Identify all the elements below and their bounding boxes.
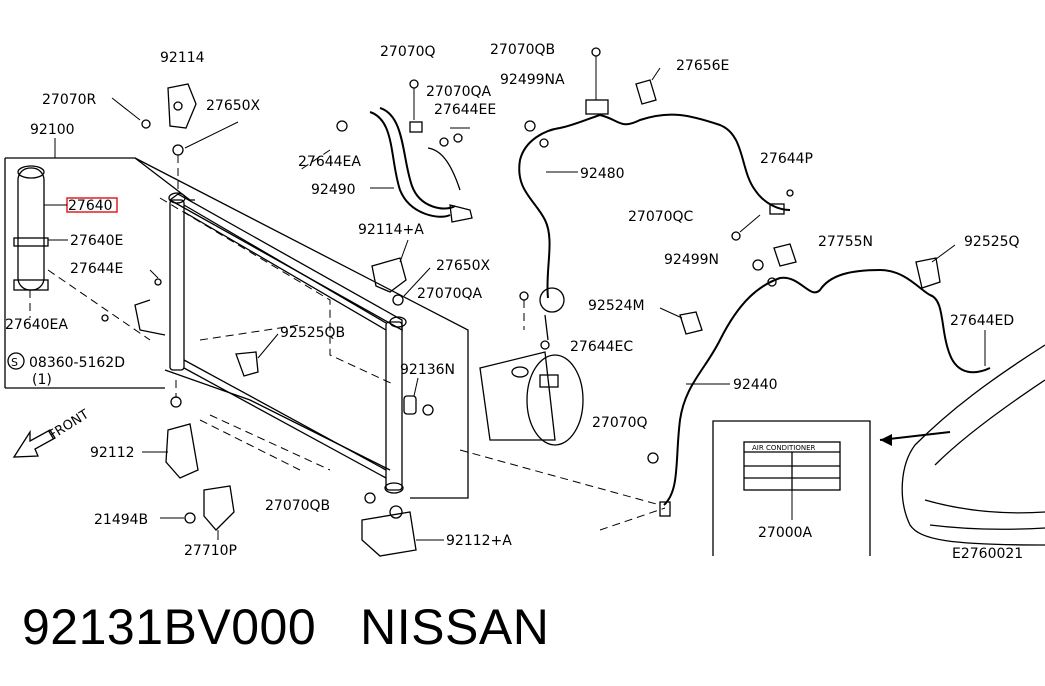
label-92100: 92100: [30, 122, 75, 138]
label-27755N: 27755N: [818, 234, 873, 250]
label-21494B: 21494B: [94, 512, 148, 528]
label-27640E: 27640E: [70, 233, 123, 249]
compressor: [459, 287, 666, 531]
label-92480: 92480: [580, 166, 625, 182]
label-diagram-ref: E2760021: [952, 546, 1023, 560]
label-27640EA: 27640EA: [5, 317, 68, 333]
label-27070QB-bot: 27070QB: [265, 498, 330, 514]
label-27644EC: 27644EC: [570, 339, 633, 355]
label-92136N: 92136N: [400, 362, 455, 378]
label-27644EA: 27644EA: [298, 154, 361, 170]
label-27000A: 27000A: [758, 525, 813, 541]
label-27644E: 27644E: [70, 261, 123, 277]
label-92114-A: 92114+A: [358, 222, 424, 238]
label-92440: 92440: [733, 377, 778, 393]
high-pressure-pipe: [647, 244, 991, 517]
label-08360-5162D: 08360-5162D: [29, 355, 125, 371]
ac-parts-diagram: 92114 27070R 27650X 92100 27640 27640E 2…: [4, 42, 1045, 560]
label-27070R: 27070R: [42, 92, 97, 108]
condenser: [134, 192, 407, 494]
label-27070QA-top: 27070QA: [426, 84, 492, 100]
label-27644EE: 27644EE: [434, 102, 496, 118]
label-27644P: 27644P: [760, 151, 813, 167]
label-92112: 92112: [90, 445, 135, 461]
label-92499NA: 92499NA: [500, 72, 565, 88]
mounting-brackets: [111, 83, 444, 557]
label-92112-A: 92112+A: [446, 533, 512, 549]
label-27650X-b: 27650X: [436, 258, 491, 274]
label-27070QA-mid: 27070QA: [417, 286, 483, 302]
label-27070Q-bot: 27070Q: [592, 415, 648, 431]
label-27070QB-top: 27070QB: [490, 42, 555, 58]
label-air-conditioner: AIR CONDITIONER: [752, 444, 816, 452]
label-27640: 27640: [68, 198, 113, 214]
label-27650X: 27650X: [206, 98, 261, 114]
condenser-frame: [4, 157, 469, 499]
label-92525QB: 92525QB: [280, 325, 345, 341]
receiver-drier: [13, 165, 162, 341]
label-92490: 92490: [311, 182, 356, 198]
label-27070QC: 27070QC: [628, 209, 694, 225]
label-27656E: 27656E: [676, 58, 729, 74]
brand-name: NISSAN: [360, 599, 550, 655]
label-08360-s-mark: S: [11, 356, 18, 369]
label-92114: 92114: [160, 50, 205, 66]
ac-label-box: [712, 420, 871, 556]
label-08360-qty: (1): [32, 372, 52, 388]
discharge-hose: [299, 79, 473, 223]
caption: 92131BV000 NISSAN: [22, 598, 593, 656]
label-front: FRONT: [46, 407, 92, 443]
vehicle-outline: [879, 344, 1045, 546]
label-92524M: 92524M: [588, 298, 645, 314]
front-direction-arrow: [12, 429, 56, 458]
label-27710P: 27710P: [184, 543, 237, 559]
label-92525Q: 92525Q: [964, 234, 1020, 250]
label-27070Q-top: 27070Q: [380, 44, 436, 60]
label-27644ED: 27644ED: [950, 313, 1014, 329]
part-number: 92131BV000: [22, 599, 317, 655]
label-92499N: 92499N: [664, 252, 719, 268]
low-pressure-pipe: [518, 47, 797, 299]
